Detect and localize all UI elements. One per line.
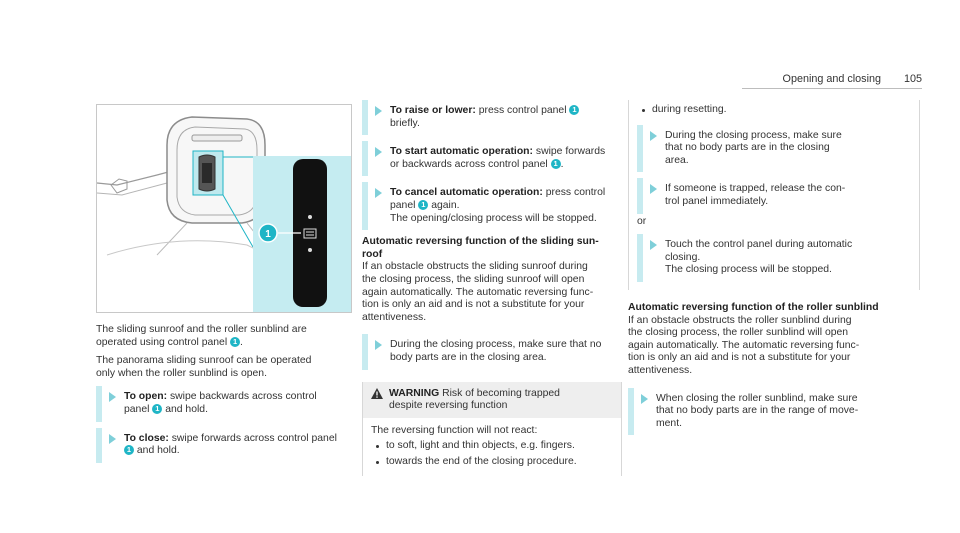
callout-badge: 1 — [230, 336, 241, 347]
list-item: to soft, light and thin objects, e.g. fi… — [371, 440, 613, 453]
warning-header: WARNING Risk of becoming trapped despite… — [363, 381, 621, 418]
callout-badge: 1 — [550, 158, 561, 169]
sunblind-reversing-paragraph: If an obstacle obstructs the roller sunb… — [628, 314, 860, 376]
step-touch-panel: Touch the control panel during automatic… — [637, 234, 911, 282]
warning-body: The reversing function will not react: t… — [363, 418, 621, 477]
list-item: during resetting. — [637, 104, 911, 117]
step-to-open: To open: swipe backwards across control … — [96, 386, 352, 422]
callout-badge: 1 — [124, 445, 134, 456]
column-2: To raise or lower: press control panel 1… — [362, 100, 622, 477]
step-arrow-icon — [109, 392, 116, 403]
step-during-closing: During the closing process, make sure th… — [362, 334, 622, 370]
list-item: towards the end of the closing procedure… — [371, 456, 613, 469]
step-arrow-icon — [650, 240, 657, 251]
intro-paragraph: The sliding sunroof and the roller sunbl… — [96, 324, 307, 348]
figure-callout-1: 1 — [265, 229, 271, 240]
section-heading-sunroof-reversing: Automatic reversing function of the slid… — [362, 236, 599, 260]
step-arrow-icon — [375, 147, 382, 158]
overhead-console-illustration: 1 — [97, 116, 351, 312]
sunroof-reversing-paragraph: If an obstacle obstructs the sliding sun… — [362, 261, 594, 323]
step-arrow-icon — [650, 184, 657, 195]
step-arrow-icon — [375, 106, 382, 116]
step-arrow-icon — [650, 130, 657, 141]
step-closing-sunblind: When closing the roller sunblind, make s… — [628, 387, 920, 436]
step-arrow-icon — [109, 433, 116, 444]
step-cancel-automatic: To cancel automatic operation: press con… — [362, 182, 622, 231]
callout-badge: 1 — [418, 199, 429, 210]
sunroof-control-figure: 1 — [96, 104, 352, 313]
step-release-panel: If someone is trapped, release the con-t… — [637, 178, 911, 214]
warning-triangle-icon — [371, 387, 383, 399]
or-text: or — [637, 215, 647, 227]
header-rule — [742, 88, 922, 89]
column-3: during resetting. During the closing pro… — [628, 100, 920, 441]
callout-badge: 1 — [152, 403, 163, 414]
panorama-paragraph: The panorama sliding sunroof can be oper… — [96, 355, 312, 379]
warning-box-continued: during resetting. During the closing pro… — [628, 100, 920, 290]
step-start-automatic: To start automatic operation: swipe forw… — [362, 141, 622, 177]
warning-intro: The reversing function will not react: — [371, 424, 538, 436]
page-number: 105 — [903, 73, 922, 85]
step-to-close: To close: swipe forwards across control … — [96, 427, 352, 463]
page-header-title: Opening and closing — [782, 73, 881, 85]
warning-box: WARNING Risk of becoming trapped despite… — [362, 381, 622, 477]
step-arrow-icon — [375, 188, 382, 199]
step-arrow-icon — [375, 340, 382, 351]
step-raise-lower: To raise or lower: press control panel 1… — [362, 100, 622, 136]
section-heading-sunblind-reversing: Automatic reversing function of the roll… — [628, 301, 879, 313]
column-1: The sliding sunroof and the roller sunbl… — [96, 324, 352, 469]
step-arrow-icon — [641, 393, 648, 404]
callout-badge: 1 — [569, 105, 580, 115]
